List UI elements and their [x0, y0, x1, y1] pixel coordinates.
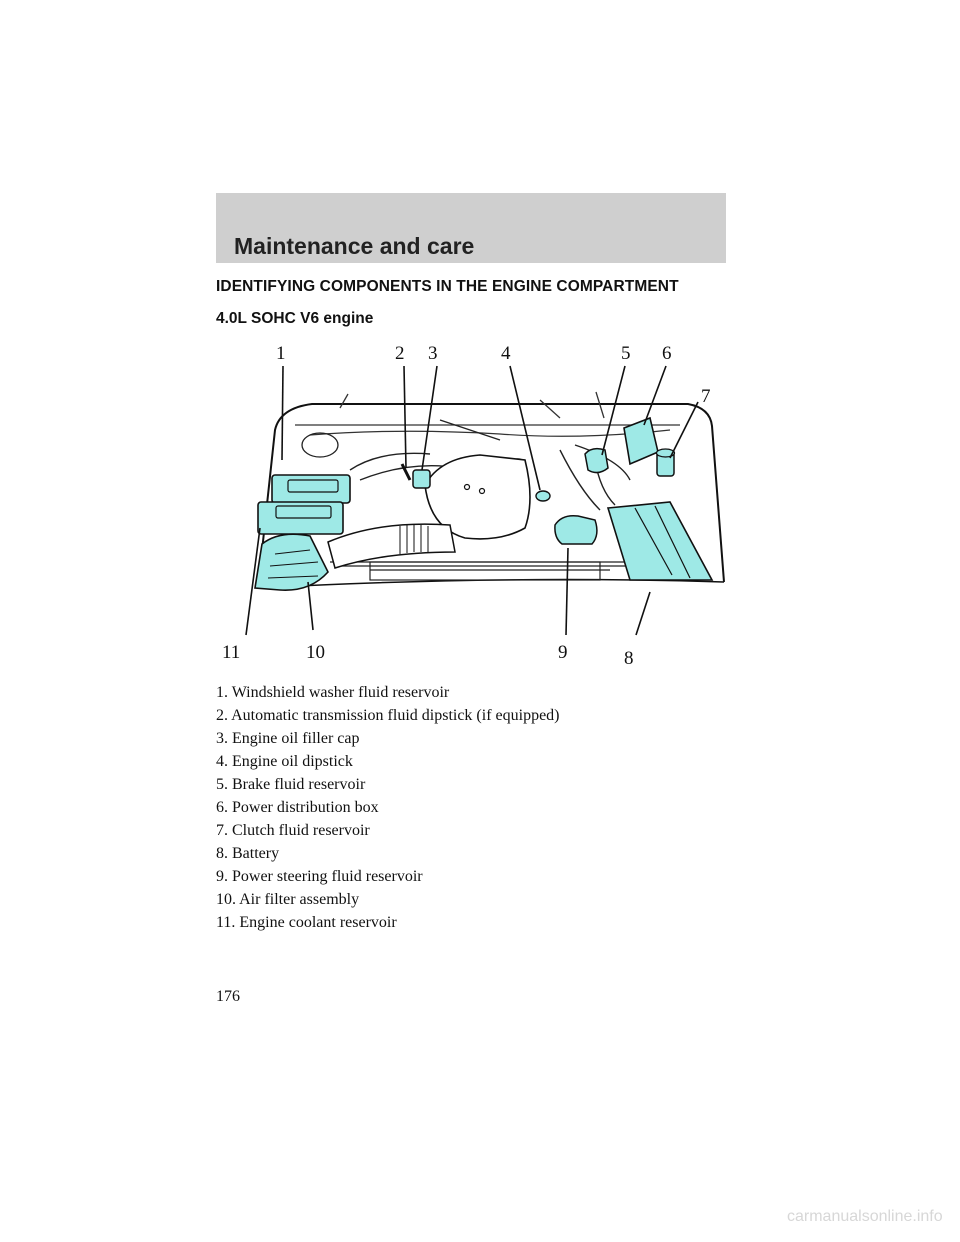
leader-lines	[245, 365, 699, 636]
oil-dipstick	[535, 490, 551, 502]
section-heading: IDENTIFYING COMPONENTS IN THE ENGINE COM…	[216, 278, 679, 295]
callout-9: 9	[558, 642, 568, 663]
radiator	[369, 561, 601, 581]
legend-item: 1. Windshield washer fluid reservoir	[216, 684, 450, 701]
footer-watermark: carmanualsonline.info	[787, 1208, 943, 1225]
air-intake-tube	[327, 523, 456, 569]
page-number: 176	[216, 988, 240, 1005]
firewall-lines	[295, 424, 680, 437]
brake-booster	[301, 432, 339, 458]
legend-item: 8. Battery	[216, 845, 280, 862]
legend-item: 4. Engine oil dipstick	[216, 753, 353, 770]
legend-item: 9. Power steering fluid reservoir	[216, 868, 423, 885]
air-filter-assembly	[254, 533, 329, 591]
battery	[606, 501, 714, 581]
manifold-bolt-b	[478, 487, 486, 495]
manifold-bolt-a	[463, 483, 471, 491]
engine-subheading: 4.0L SOHC V6 engine	[216, 310, 374, 327]
power-steering-reservoir	[554, 514, 598, 545]
front-fascia	[257, 578, 725, 589]
hood-outline	[257, 403, 725, 589]
callout-6: 6	[662, 343, 672, 364]
page-title: Maintenance and care	[234, 233, 475, 259]
legend-item: 10. Air filter assembly	[216, 891, 360, 908]
section-header-band: Maintenance and care	[216, 193, 726, 263]
callout-8: 8	[624, 648, 634, 669]
atf-dipstick	[400, 463, 412, 481]
oil-filler-cap	[412, 469, 431, 489]
radiator-support	[330, 561, 640, 571]
legend-item: 3. Engine oil filler cap	[216, 730, 360, 747]
legend-item: 2. Automatic transmission fluid dipstick…	[216, 707, 560, 724]
wiper-linkage	[339, 391, 605, 419]
callout-1: 1	[276, 343, 286, 364]
hoses	[349, 419, 631, 511]
callout-7: 7	[701, 386, 711, 407]
engine-compartment-diagram: 1 2 3 4 5 6 7 8 9 10 11	[222, 343, 725, 669]
legend-item: 5. Brake fluid reservoir	[216, 776, 366, 793]
callout-4: 4	[501, 343, 511, 364]
washer-fluid-reservoir	[257, 501, 344, 535]
clutch-fluid-reservoir	[655, 448, 676, 477]
brake-fluid-reservoir	[584, 447, 609, 474]
legend-item: 7. Clutch fluid reservoir	[216, 822, 370, 839]
coolant-reservoir	[271, 474, 351, 504]
legend-item: 6. Power distribution box	[216, 799, 379, 816]
callout-10: 10	[306, 642, 325, 663]
callout-2: 2	[395, 343, 405, 364]
intake-ribs	[399, 525, 429, 554]
callout-3: 3	[428, 343, 438, 364]
component-legend: 1. Windshield washer fluid reservoir 2. …	[216, 683, 560, 936]
legend-item: 11. Engine coolant reservoir	[216, 914, 397, 931]
callout-11: 11	[222, 642, 240, 663]
callout-5: 5	[621, 343, 631, 364]
